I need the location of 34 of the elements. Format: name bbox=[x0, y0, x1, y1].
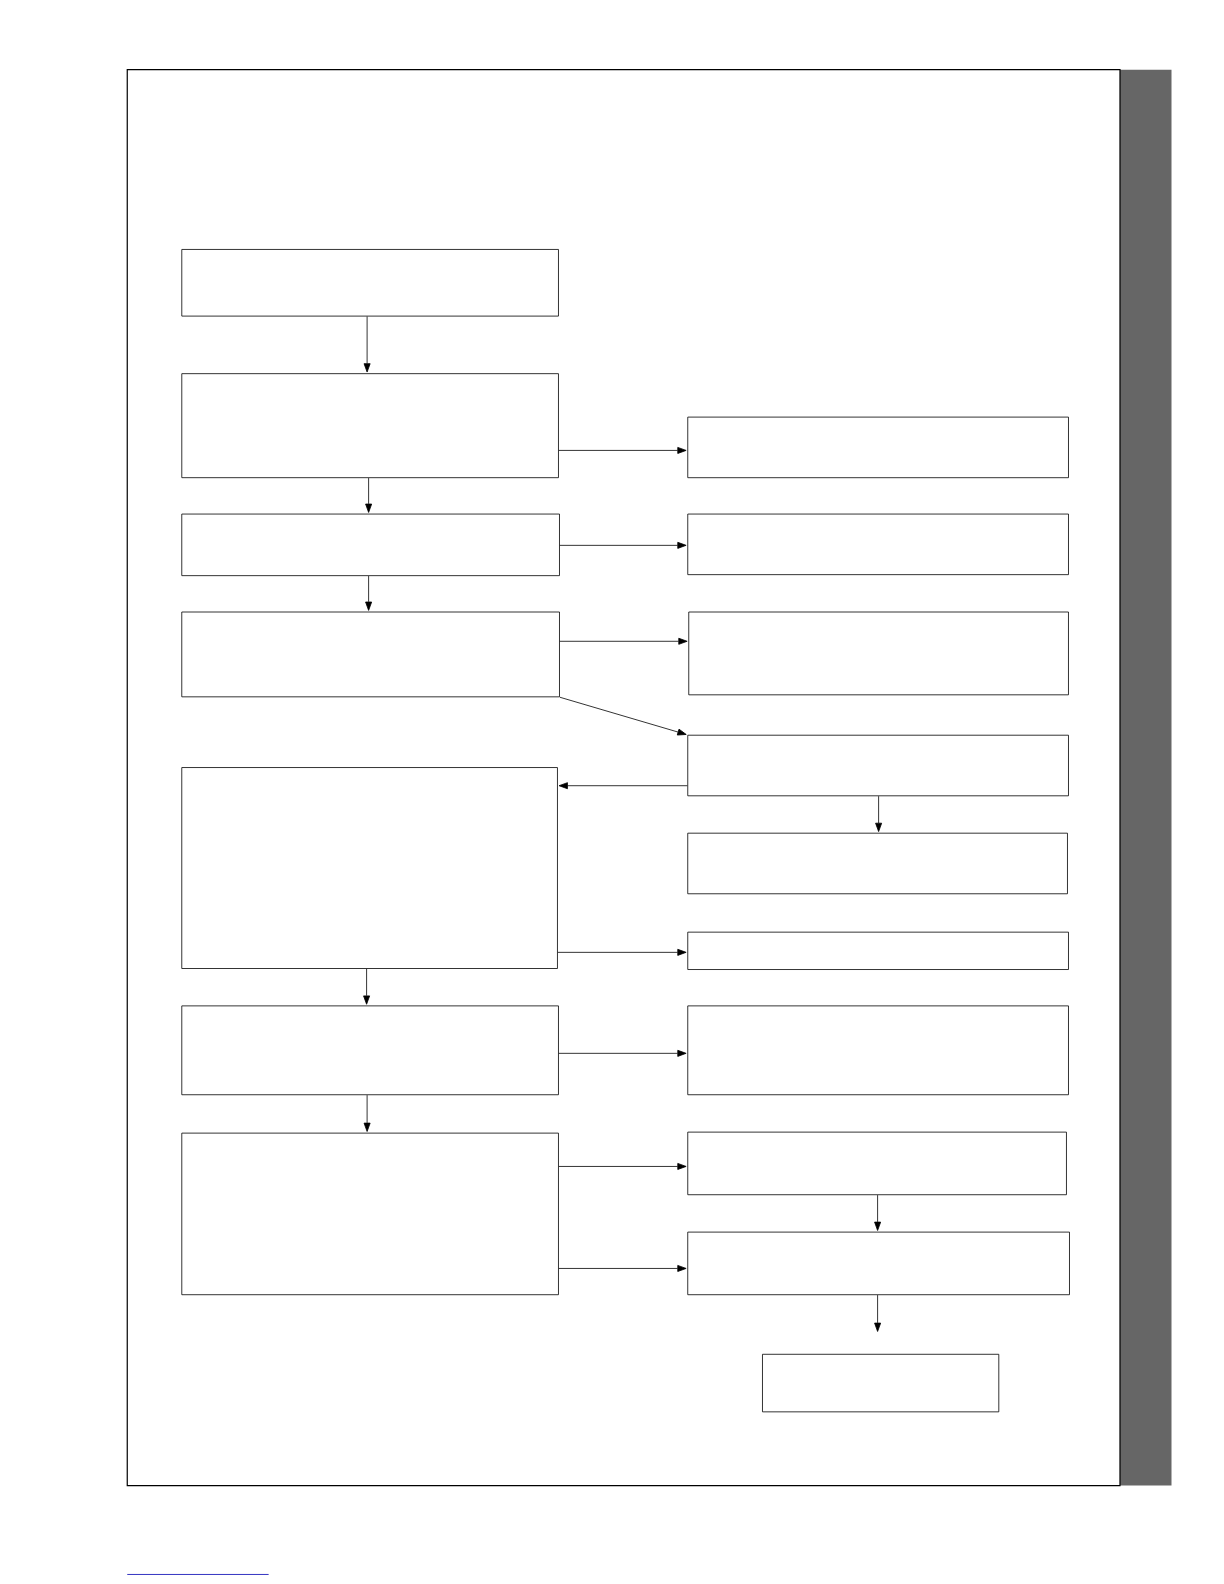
arrow bbox=[874, 1194, 882, 1231]
arrow bbox=[558, 1049, 687, 1057]
process-box bbox=[181, 611, 560, 698]
arrow bbox=[363, 316, 371, 373]
arrow bbox=[363, 1094, 371, 1132]
process-box bbox=[762, 1353, 1000, 1413]
arrow bbox=[559, 637, 688, 645]
process-box bbox=[687, 513, 1069, 576]
arrow bbox=[558, 1163, 687, 1170]
process-box bbox=[687, 1005, 1069, 1096]
arrow bbox=[365, 575, 373, 611]
process-box bbox=[687, 416, 1069, 479]
arrow bbox=[365, 477, 373, 513]
arrow bbox=[558, 1265, 687, 1272]
process-box bbox=[181, 513, 560, 577]
process-box bbox=[687, 1131, 1067, 1196]
process-box bbox=[181, 373, 559, 479]
process-box bbox=[687, 931, 1069, 970]
arrow bbox=[559, 541, 687, 549]
arrow bbox=[557, 948, 687, 956]
process-box bbox=[181, 1132, 559, 1296]
process-box bbox=[687, 1231, 1070, 1296]
process-box bbox=[181, 767, 558, 969]
process-box bbox=[181, 1005, 559, 1096]
arrow bbox=[875, 795, 883, 832]
process-box bbox=[688, 611, 1069, 696]
arrow bbox=[559, 696, 687, 736]
arrow bbox=[363, 968, 371, 1005]
process-box bbox=[181, 249, 559, 317]
process-box bbox=[687, 832, 1068, 895]
process-box bbox=[687, 734, 1069, 797]
arrow bbox=[558, 447, 687, 454]
arrow bbox=[874, 1294, 882, 1332]
arrow bbox=[558, 782, 688, 790]
